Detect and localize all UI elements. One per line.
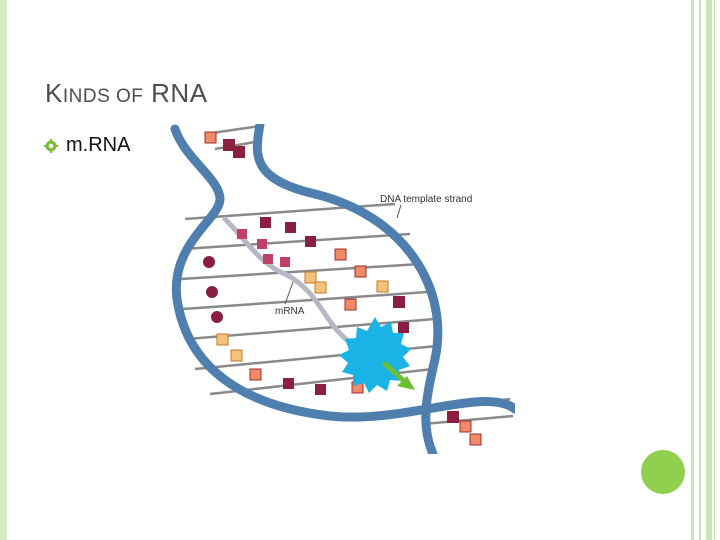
title-first-letter: K — [45, 78, 63, 108]
frame-right-stripe — [706, 0, 712, 540]
frame-right-stripe — [691, 0, 694, 540]
mrna-label: mRNA — [275, 306, 305, 317]
frame-left-border — [0, 0, 7, 540]
transcription-diagram: DNA template strand mRNA — [170, 124, 515, 454]
decorative-green-circle — [641, 450, 685, 494]
frame-right-stripe — [714, 0, 715, 540]
mrna-pointer — [284, 281, 294, 305]
nucleotides — [203, 131, 482, 446]
bullet-item: m.RNA — [44, 134, 130, 157]
dna-helix-strands — [170, 124, 515, 454]
title-small-caps: INDS OF — [62, 86, 144, 107]
title-last-word: RNA — [151, 78, 208, 108]
gear-bullet-icon — [44, 138, 58, 153]
frame-right-stripe — [699, 0, 701, 540]
bullet-text: m.RNA — [66, 134, 131, 156]
template-strand-pointer — [396, 204, 402, 219]
mrna-strand — [222, 216, 363, 352]
direction-arrow — [382, 361, 415, 390]
template-strand-label: DNA template strand — [380, 194, 472, 205]
slide-title: KINDS OF RNA — [45, 78, 208, 109]
